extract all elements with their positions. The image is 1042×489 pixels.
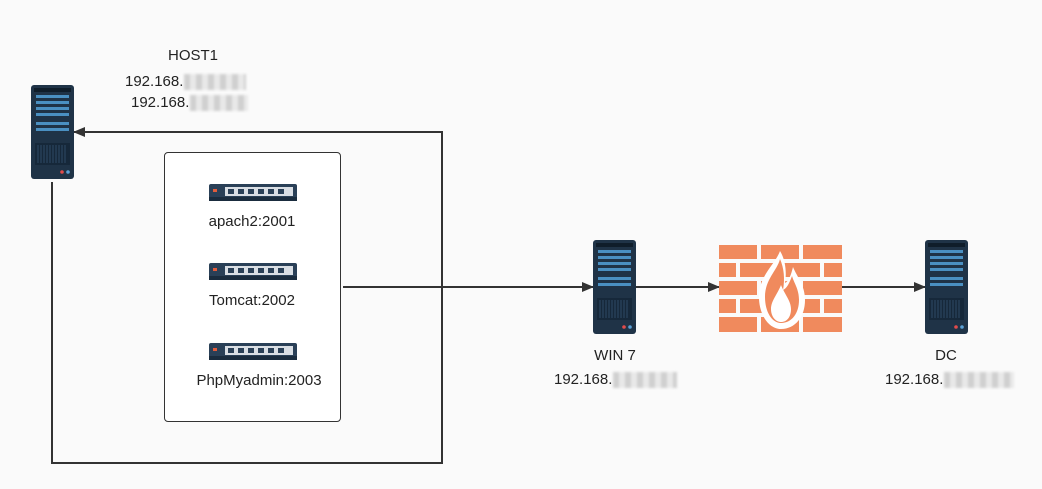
service-label-phpmyadmin: PhpMyadmin:2003 — [196, 372, 322, 389]
host1-ip-1: 192.168. — [125, 72, 247, 91]
switch-icon-3 — [209, 343, 297, 360]
host1-ip-1-text: 192.168. — [125, 73, 184, 90]
dc-ip-text: 192.168. — [885, 371, 944, 388]
service-label-tomcat: Tomcat:2002 — [209, 292, 295, 309]
redacted-mask — [944, 372, 1015, 389]
win7-ip-text: 192.168. — [554, 371, 613, 388]
host1-ip-2: 192.168. — [131, 93, 249, 112]
service-label-apache: apach2:2001 — [208, 213, 296, 230]
host1-ip-2-text: 192.168. — [131, 94, 190, 111]
switch-icon-1 — [209, 184, 297, 201]
win7-server-icon[interactable] — [593, 240, 636, 334]
win7-title: WIN 7 — [594, 347, 636, 364]
dc-server-icon[interactable] — [925, 240, 968, 334]
redacted-mask — [184, 74, 247, 91]
host1-server-icon[interactable] — [31, 85, 74, 179]
dc-ip: 192.168. — [885, 370, 1015, 389]
switch-icon-2 — [209, 263, 297, 280]
redacted-mask — [190, 95, 249, 112]
dc-title: DC — [935, 347, 957, 364]
loop-connector — [51, 127, 443, 464]
redacted-mask — [613, 372, 678, 389]
host1-title: HOST1 — [168, 47, 219, 64]
firewall-icon[interactable] — [719, 245, 842, 332]
win7-ip: 192.168. — [554, 370, 678, 389]
